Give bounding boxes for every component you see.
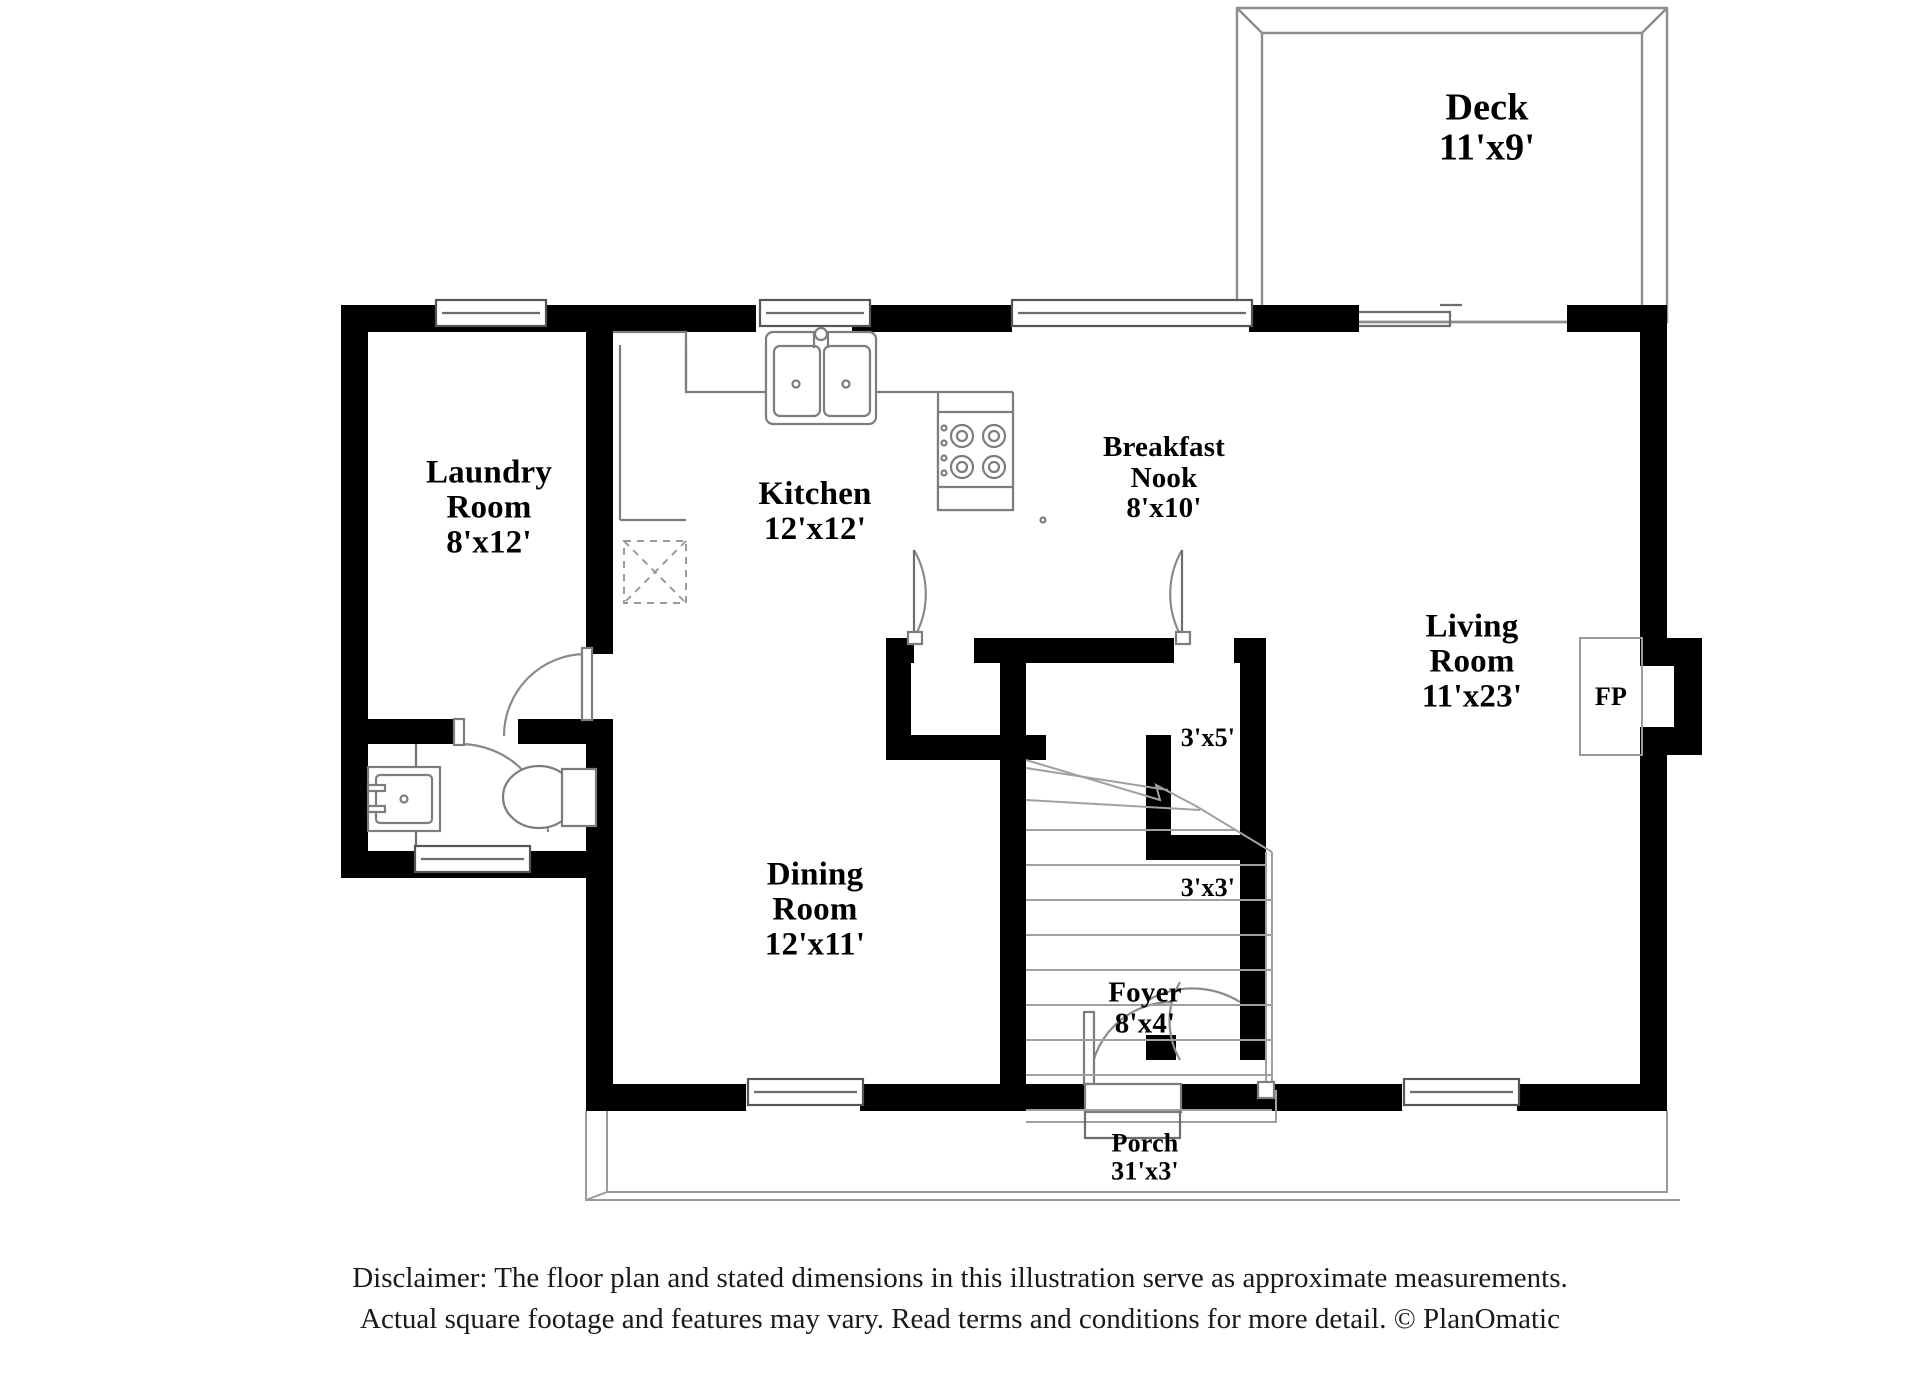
fireplace-label: FP xyxy=(1595,683,1627,711)
fireplace xyxy=(1579,637,1643,756)
room-name-porch: Porch xyxy=(1111,1128,1179,1158)
fireplace-abbr: FP xyxy=(1594,682,1628,712)
room-label-deck: Deck 11'x9' xyxy=(1438,86,1536,169)
door-closet-upper-right xyxy=(1169,549,1192,646)
range-stove xyxy=(936,410,1015,512)
bathroom-fixtures xyxy=(366,764,598,833)
room-dim-porch: 31'x3' xyxy=(1111,1156,1179,1185)
room-label-laundry: Laundry Room 8'x12' xyxy=(425,454,553,561)
laundry-appliance-dashed xyxy=(623,540,687,604)
disclaimer-line-2: Actual square footage and features may v… xyxy=(360,1303,1560,1336)
sink-double xyxy=(764,326,878,426)
room-dim-foyer: 8'x4' xyxy=(1114,1007,1176,1039)
porch-outline xyxy=(585,1111,1680,1201)
closet-dim-lower: 3'x3' xyxy=(1180,873,1236,903)
room-name-nook2: Nook xyxy=(1130,461,1198,494)
window-bath-bottom xyxy=(413,844,532,874)
room-label-foyer: Foyer 8'x4' xyxy=(1108,977,1181,1038)
closet-label-lower: 3'x3' xyxy=(1181,874,1235,902)
toilet xyxy=(501,764,598,830)
vanity-sink xyxy=(366,765,442,833)
door-foyer-hall xyxy=(1148,987,1241,1003)
closet-label-upper: 3'x5' xyxy=(1181,724,1235,752)
room-name-nook: Breakfast xyxy=(1102,430,1226,463)
room-label-porch: Porch 31'x3' xyxy=(1111,1129,1179,1184)
window-laundry-top xyxy=(434,298,548,328)
window-dining-bottom xyxy=(746,1077,865,1107)
door-closet-upper-left xyxy=(906,549,927,646)
room-dim-dining: 12'x11' xyxy=(764,926,866,963)
room-label-breakfast-nook: Breakfast Nook 8'x10' xyxy=(1103,432,1225,524)
room-dim-nook: 8'x10' xyxy=(1126,492,1202,525)
room-name-laundry2: Room xyxy=(446,489,532,526)
disclaimer-text: Disclaimer: The floor plan and stated di… xyxy=(0,1258,1920,1340)
room-dim-laundry: 8'x12' xyxy=(446,524,532,561)
room-name-living: Living xyxy=(1425,608,1519,645)
staircase xyxy=(1025,759,1277,1123)
room-dim-living: 11'x23' xyxy=(1421,678,1523,715)
room-label-kitchen: Kitchen 12'x12' xyxy=(758,477,871,547)
door-front-entry xyxy=(1082,1000,1183,1114)
doors xyxy=(452,549,1241,1114)
interior-walls xyxy=(368,305,1266,1110)
room-name-deck: Deck xyxy=(1445,86,1529,129)
kitchen-fixtures xyxy=(613,326,1047,604)
room-name-living2: Room xyxy=(1429,643,1515,680)
room-name-kitchen: Kitchen xyxy=(758,476,872,513)
room-name-dining: Dining xyxy=(766,856,864,893)
room-dim-deck: 11'x9' xyxy=(1438,127,1536,169)
window-kitchen-top xyxy=(758,298,872,328)
room-label-dining-room: Dining Room 12'x11' xyxy=(764,856,866,963)
room-name-laundry: Laundry xyxy=(425,454,553,491)
windows xyxy=(413,298,1521,1107)
room-dim-kitchen: 12'x12' xyxy=(763,511,867,547)
window-living-bottom xyxy=(1402,1077,1521,1107)
room-name-dining2: Room xyxy=(772,891,858,928)
closet-dim-upper: 3'x5' xyxy=(1180,723,1236,753)
disclaimer-line-1: Disclaimer: The floor plan and stated di… xyxy=(352,1262,1568,1294)
room-label-living-room: Living Room 11'x23' xyxy=(1421,608,1523,715)
window-nook-top xyxy=(1010,298,1254,328)
door-laundry xyxy=(502,646,594,737)
room-name-foyer: Foyer xyxy=(1108,976,1182,1009)
